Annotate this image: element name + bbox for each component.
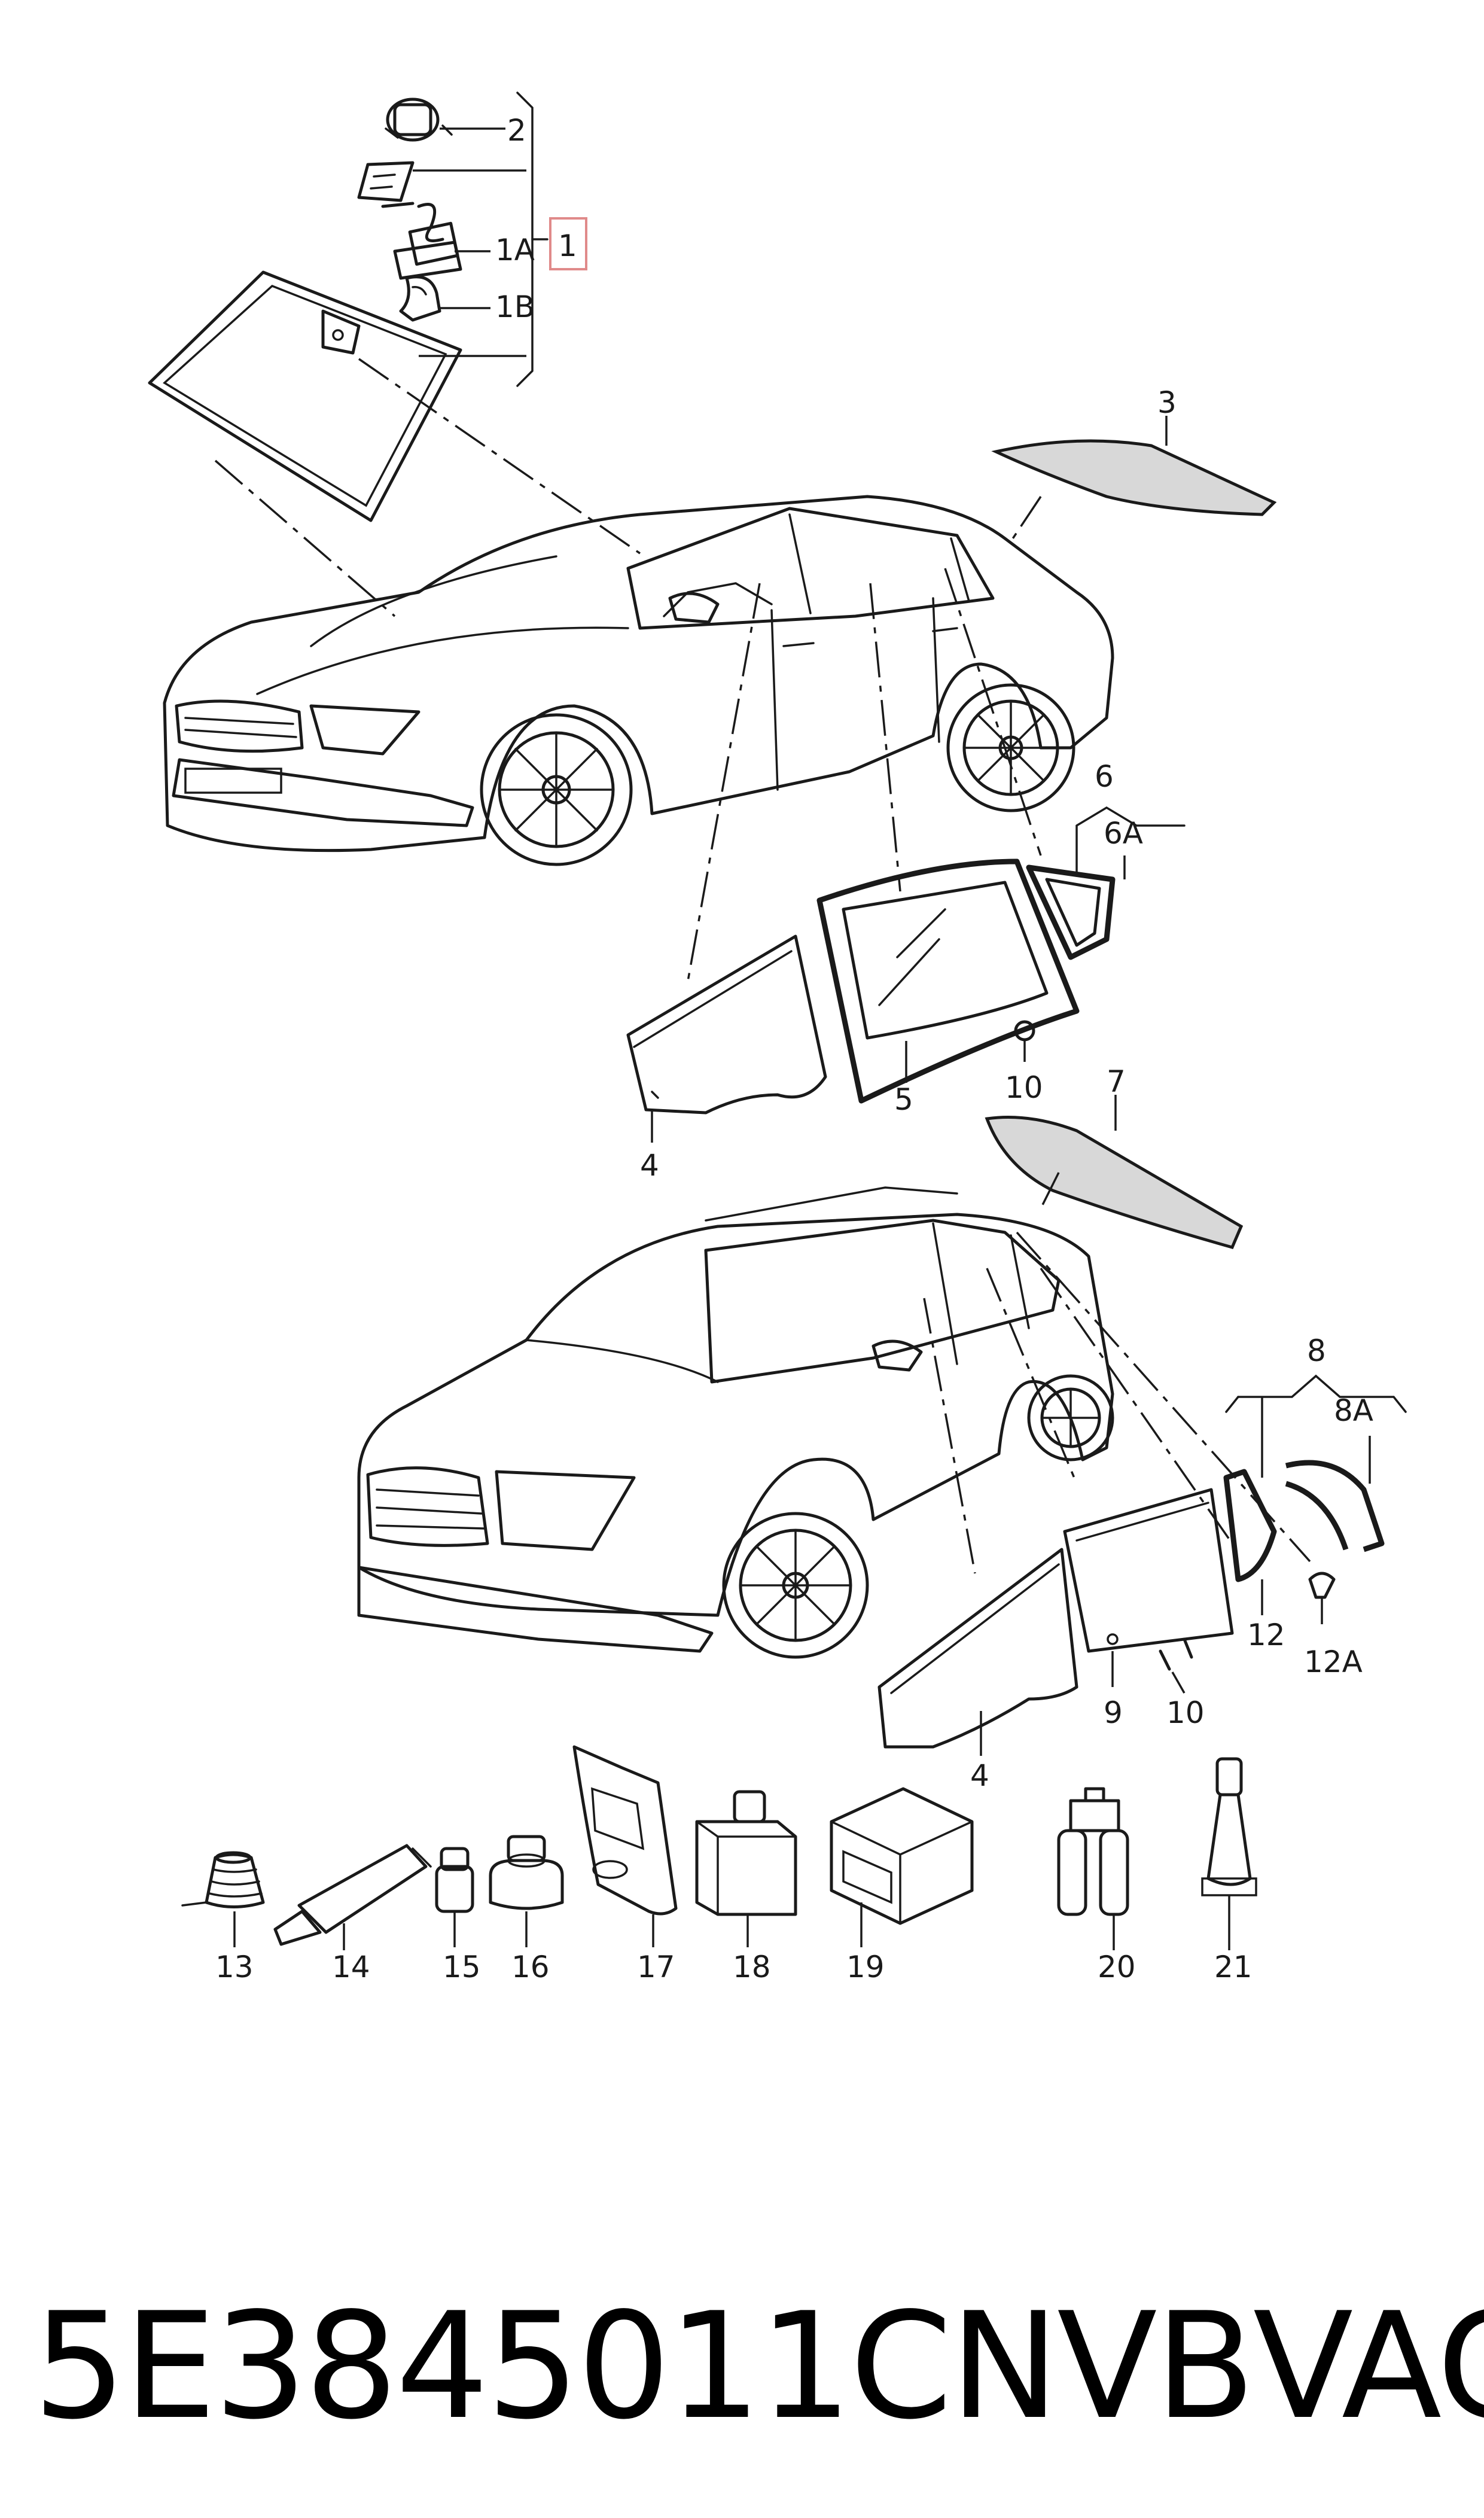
part-16-jar-icon [489,1835,564,1910]
part-21-mixing-nozzle-icon [1201,1757,1257,1896]
part-1B-bracket-icon [399,275,441,322]
callout-9: 9 [1104,1695,1123,1730]
callout-18: 18 [733,1950,771,1984]
front-door-glass-icon [626,934,827,1115]
part-8A-trim-icon [1285,1460,1385,1552]
callout-19: 19 [846,1950,885,1984]
part-number: 5E3845011CNVB [33,2280,1256,2452]
callout-1: 1 [558,229,577,263]
callout-2: 2 [507,113,526,148]
part-14-adhesive-tube-icon [273,1844,432,1946]
estate-quarter-glass-icon [1223,1469,1277,1582]
part-13-tape-roll-icon [181,1851,265,1908]
rear-door-glass-icon [816,858,1080,1104]
estate-car-icon [357,1186,1114,1659]
callout-4-top: 4 [640,1148,659,1183]
callout-16: 16 [511,1950,550,1984]
part-17-cleaning-bag-icon [572,1745,678,1916]
callout-15: 15 [443,1950,481,1984]
estate-rear-door-glass-icon [1063,1488,1234,1653]
callout-6: 6 [1095,759,1114,794]
callout-4-bottom: 4 [970,1758,989,1793]
quarter-glass-icon [1026,864,1116,960]
brand-label: VAG [1253,2280,1484,2452]
callout-14: 14 [332,1950,370,1984]
callout-6A: 6A [1104,816,1143,851]
part-15-primer-bottle-icon [435,1847,474,1913]
rear-window-icon [991,439,1277,516]
rear-window-estate-icon [985,1116,1244,1250]
callout-13: 13 [215,1950,254,1984]
callout-21: 21 [1214,1950,1253,1984]
callout-12: 12 [1247,1618,1285,1652]
rain-sensor-group: 2 1A 1B 1 [357,92,587,387]
callout-17: 17 [637,1950,675,1984]
part-20-dual-cartridge-icon [1057,1787,1129,1916]
part-19-kit-box-icon [830,1787,974,1925]
callout-10-bottom: 10 [1166,1695,1205,1730]
callout-5: 5 [894,1082,913,1117]
estate-front-door-glass-icon [877,1548,1078,1749]
callout-1A: 1A [495,233,535,267]
callout-1-highlight [549,217,587,270]
part-1A-cable-icon [381,202,462,280]
callout-7: 7 [1107,1064,1126,1099]
windshield-icon [148,270,462,522]
part-18-activator-bottle-icon [695,1790,797,1916]
callout-10-top: 10 [1005,1070,1043,1105]
callout-1B: 1B [495,290,535,324]
callout-12A: 12A [1304,1645,1363,1679]
part-2-sensor-icon [385,98,453,142]
callout-20: 20 [1098,1950,1136,1984]
callout-8A: 8A [1334,1393,1373,1428]
callout-8: 8 [1307,1333,1326,1368]
part-footer: 5E3845011CNVB VAG [33,2267,1484,2465]
sensor-cover-icon [357,161,415,202]
callout-3: 3 [1157,385,1177,420]
sedan-car-icon [163,495,1114,866]
